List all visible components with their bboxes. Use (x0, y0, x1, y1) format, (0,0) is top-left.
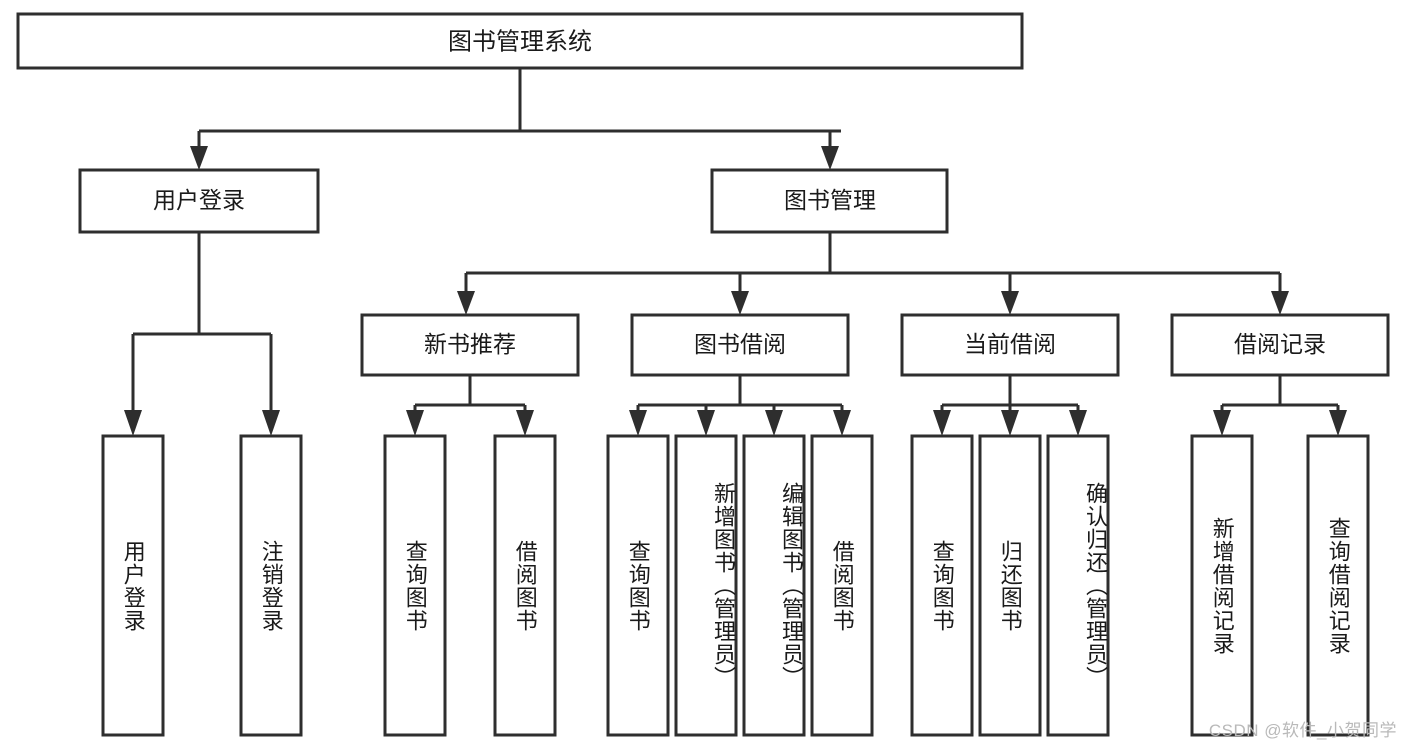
node-book-borrow[interactable]: 图书借阅 (630, 313, 850, 377)
node-current-borrow-label: 当前借阅 (964, 331, 1056, 357)
arrow-head-icon (406, 410, 424, 436)
arrow-head-icon (516, 410, 534, 436)
connector-borrowrecord-to-leaves (1213, 375, 1347, 436)
arrow-head-icon (933, 410, 951, 436)
connector-newbook-to-leaves (406, 375, 534, 436)
arrow-head-icon (629, 410, 647, 436)
connector-userlogin-to-leaves (124, 232, 280, 436)
node-leaf-add-record-box[interactable] (1190, 434, 1254, 737)
node-user-login-box[interactable] (78, 168, 320, 234)
node-new-book-recommend-label: 新书推荐 (424, 331, 516, 357)
node-leaf-query-record-box[interactable] (1306, 434, 1370, 737)
csdn-watermark: CSDN @软件_小贺同学 (1208, 721, 1397, 740)
node-leaf-query-book-2-box[interactable] (606, 434, 670, 737)
node-leaf-confirm-return-box[interactable] (1046, 434, 1110, 737)
node-leaf-borrow-book-2-box[interactable] (810, 434, 874, 737)
arrow-head-icon (697, 410, 715, 436)
arrow-head-icon (1213, 410, 1231, 436)
arrow-head-icon (1001, 410, 1019, 436)
arrow-head-icon (1001, 291, 1019, 315)
node-leaf-user-logout-box[interactable] (239, 434, 303, 737)
arrow-head-icon (190, 146, 208, 170)
node-book-management-label: 图书管理 (784, 187, 876, 213)
node-leaf-query-book-3-box[interactable] (910, 434, 974, 737)
node-book-borrow-box[interactable] (630, 313, 850, 377)
node-current-borrow-box[interactable] (900, 313, 1120, 377)
arrow-head-icon (833, 410, 851, 436)
node-new-book-recommend-box[interactable] (360, 313, 580, 377)
arrow-head-icon (1069, 410, 1087, 436)
arrow-head-icon (731, 291, 749, 315)
node-leaf-add-book-box[interactable] (674, 434, 738, 737)
node-user-login[interactable]: 用户登录 (78, 168, 320, 234)
arrow-head-icon (124, 410, 142, 436)
arrow-head-icon (262, 410, 280, 436)
node-leaf-query-book-1-box[interactable] (383, 434, 447, 737)
node-current-borrow[interactable]: 当前借阅 (900, 313, 1120, 377)
node-user-login-label: 用户登录 (153, 187, 245, 213)
node-leaf-user-login-box[interactable] (101, 434, 165, 737)
arrow-head-icon (1329, 410, 1347, 436)
node-root[interactable]: 图书管理系统 (16, 12, 1024, 70)
node-new-book-recommend[interactable]: 新书推荐 (360, 313, 580, 377)
node-leaf-return-book-box[interactable] (978, 434, 1042, 737)
node-book-management-box[interactable] (710, 168, 949, 234)
node-borrow-record-box[interactable] (1170, 313, 1390, 377)
node-book-borrow-label: 图书借阅 (694, 331, 786, 357)
node-root-label: 图书管理系统 (448, 28, 592, 55)
node-root-box[interactable] (16, 12, 1024, 70)
node-borrow-record[interactable]: 借阅记录 (1170, 313, 1390, 377)
node-book-management[interactable]: 图书管理 (710, 168, 949, 234)
connector-root-to-level2 (190, 68, 841, 170)
arrow-head-icon (457, 291, 475, 315)
arrow-head-icon (765, 410, 783, 436)
connector-bookmgmt-to-level3 (457, 232, 1289, 315)
node-leaf-edit-book-box[interactable] (742, 434, 806, 737)
node-leaf-borrow-book-1-box[interactable] (493, 434, 557, 737)
node-borrow-record-label: 借阅记录 (1234, 331, 1326, 357)
arrow-head-icon (821, 146, 839, 170)
arrow-head-icon (1271, 291, 1289, 315)
connector-currentborrow-to-leaves (933, 375, 1087, 436)
connector-bookborrow-to-leaves (629, 375, 851, 436)
